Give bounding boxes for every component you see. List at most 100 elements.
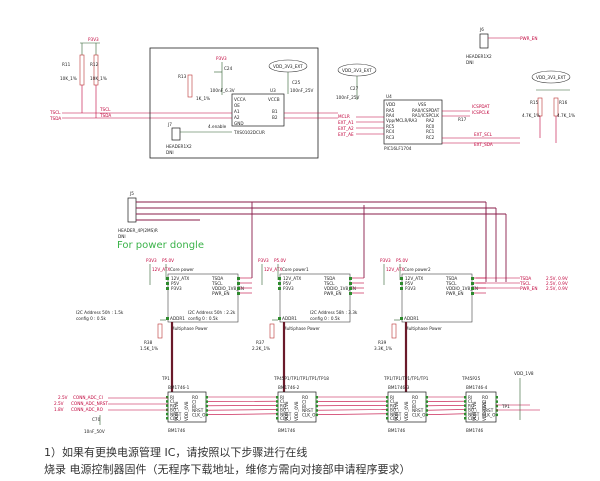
pin-marker	[315, 396, 318, 399]
bm-right-pin: CLK_O	[412, 413, 426, 418]
mcu-block: VDD_3V3_EXT C27 100nF_25V U4 VDD RA5 RA4…	[336, 63, 520, 151]
right-net-pwr-en: PWR_EN	[520, 286, 537, 291]
module-12v: 12V_ATX	[152, 267, 170, 272]
pin-marker	[495, 409, 498, 412]
u3-ref: U3	[270, 88, 276, 93]
bm-supply-pin: VDD_0V8	[404, 401, 409, 421]
pin-marker	[400, 317, 403, 320]
module-p5v: P5.0V	[162, 258, 174, 263]
u3-pin-vcca: VCCA	[234, 97, 246, 102]
bm-supply-pin: VDD_0V8	[184, 401, 189, 421]
tsda-net-left: TSDA	[49, 116, 61, 121]
pin-marker	[464, 404, 467, 407]
module-p3v3: P3V3	[146, 258, 157, 263]
module-addr-note: config 0 : 0.5k	[76, 316, 107, 321]
pin-marker	[205, 413, 208, 417]
module-12v: 12V_ATX	[264, 267, 282, 272]
pin-marker	[495, 400, 498, 403]
pin-marker	[166, 287, 169, 290]
bm-chip-name: BM1746-3	[388, 385, 410, 390]
j7-dni: DNI	[166, 150, 174, 155]
pin-marker	[349, 277, 352, 280]
module-left-pin: P5V	[171, 281, 179, 286]
bm-right-pin: BI	[482, 404, 486, 409]
bm-right-pin: NRST	[482, 408, 494, 413]
u4-ref: U4	[386, 94, 392, 99]
pin-marker	[237, 277, 240, 280]
u4-net-extae: EXT_AE	[338, 132, 354, 137]
bm-chip-body	[167, 391, 207, 423]
bm1746-chip-2: BM1746-2BM1746TP45P1/TP1/TP1/TP1/TP18RIC…	[273, 376, 387, 433]
module-box	[401, 273, 473, 323]
r16-label: R16	[559, 100, 568, 105]
bm-left-pin: CLK_I	[468, 416, 479, 421]
bm-chip-testpoints: TP45P25	[461, 376, 481, 381]
u4-pin-r1: RA0/ICSPDAT	[412, 108, 440, 113]
pin-marker	[464, 400, 467, 403]
u4-pin-l1: RA5	[386, 108, 395, 113]
pin-marker	[425, 404, 428, 408]
ic-u4	[383, 99, 443, 145]
r15-value: 4.7K_1%	[522, 113, 540, 118]
module-left-pin: P3V3	[283, 286, 294, 291]
module-right-pin: VDDIO_1V8_EN	[212, 286, 244, 291]
left-net-0: CONN_ADC_CI	[73, 395, 103, 400]
u3-pin-b1: B1	[272, 109, 278, 114]
bm-chip-testpoints: TP45P1/TP1/TP1/TP1/TP18	[273, 376, 329, 381]
bm-left-pin: RI	[280, 395, 284, 400]
right-net-tsda: TSDA	[519, 276, 531, 281]
bm-right-pin: RO	[192, 395, 199, 400]
tscl-net-mid: TSCL	[99, 107, 111, 112]
header-j7	[171, 127, 181, 141]
module-resistor	[391, 323, 397, 339]
bm-right-pin: CLK_O	[192, 413, 206, 418]
pin-marker	[386, 396, 389, 399]
bm-left-pin: RO	[170, 403, 177, 408]
bm1746-chain: BM1746-1BM1746TP1RICIROBONRSTCLK_IROCIBI…	[161, 376, 530, 433]
module-right-pin: TSCL	[211, 281, 223, 286]
pin-marker	[166, 412, 169, 416]
pin-marker	[166, 282, 169, 285]
bm1746-chip-1: BM1746-1BM1746TP1RICIROBONRSTCLK_IROCIBI…	[161, 376, 277, 433]
c24-value: 100nF_6.3V	[210, 88, 235, 93]
tscl-net-left: TSCL	[49, 110, 61, 115]
pin-marker	[166, 317, 169, 320]
pin-marker	[276, 408, 279, 412]
module-addr-note: I2C Address 50h : 1.5k	[76, 310, 124, 315]
module-right-pin: TSCL	[445, 281, 457, 286]
u4-pin-r0: VSS	[418, 102, 427, 107]
u4-pin-r2: RA1/ICSPCLK	[412, 113, 439, 118]
pin-marker	[495, 404, 498, 408]
u4-pin-l6: RC3	[386, 135, 395, 140]
module-multiphase: Multiphase Power	[283, 326, 320, 331]
left-val-1: 2.5V	[54, 401, 64, 406]
bm-left-pin: BO	[468, 408, 475, 413]
module-left-pin: 12V_ATX	[171, 276, 189, 281]
j5-ref: J5	[129, 191, 134, 196]
pin-marker	[166, 400, 169, 403]
module-right-pin: TSDA	[445, 276, 457, 281]
ic-u3	[231, 93, 285, 127]
module-right-pin: VDDIO_1V8_EN	[324, 286, 356, 291]
u4-net-extscl: EXT_SCL	[474, 132, 493, 137]
j6-name: HEADER1X2	[466, 54, 492, 59]
module-addr-pin: ADDR1	[170, 316, 185, 321]
bm1746-chip-4: BM1746-4BM1746TP45P25RICIROBONRSTCLK_IRO…	[461, 376, 498, 433]
power-dongle-note: For power dongle	[117, 240, 204, 251]
pin-marker	[471, 292, 474, 295]
c27-label: C27	[350, 86, 359, 91]
r11-label: R11	[62, 62, 71, 67]
pin-marker	[386, 404, 389, 407]
bm-right-pin: NRST	[302, 408, 314, 413]
module-resistor-ref: R37	[256, 340, 265, 345]
c70-label: C70	[92, 417, 101, 422]
r12-value: 10K_1%	[90, 76, 107, 81]
r13-value: 1K_1%	[196, 96, 210, 101]
bm-left-pin: CI	[390, 399, 394, 404]
bm-left-pin: RO	[468, 403, 475, 408]
pin-marker	[276, 412, 279, 416]
vdd-ext-a: VDD_3V3_EXT	[273, 64, 303, 69]
vdd-ext-b: VDD_3V3_EXT	[342, 68, 372, 73]
